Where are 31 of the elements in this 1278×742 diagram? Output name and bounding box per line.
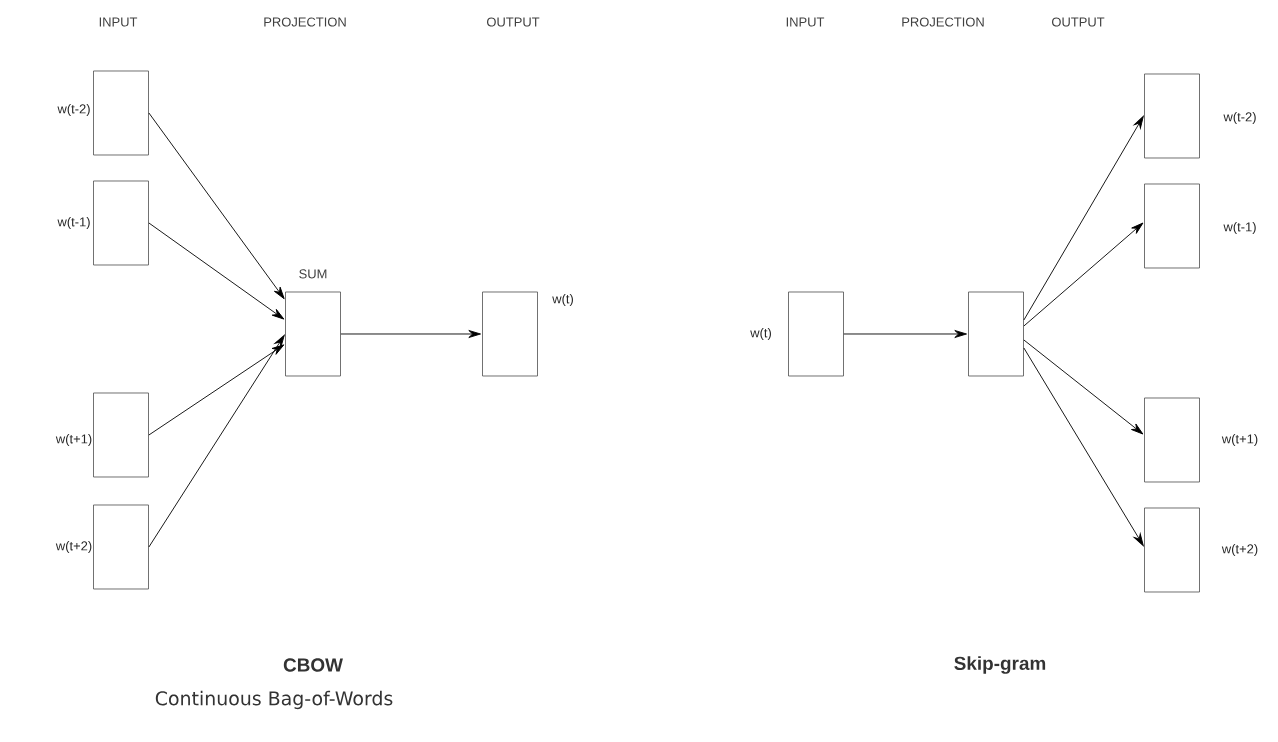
word-label: w(t+1): [1221, 433, 1258, 447]
column-heading: OUTPUT: [1052, 17, 1105, 27]
arrow: [1023, 222, 1144, 327]
column-heading: INPUT: [786, 17, 825, 27]
word-label: w(t-1): [1223, 221, 1256, 235]
arrow: [148, 222, 285, 320]
node-heading: SUM: [299, 269, 327, 279]
word-label: w(t): [750, 327, 771, 341]
caption: Continuous Bag-of-Words: [155, 690, 393, 710]
arrow: [148, 112, 285, 300]
word-label: w(t-2): [1223, 111, 1256, 125]
word-label: w(t+1): [55, 433, 92, 447]
column-heading: OUTPUT: [487, 17, 540, 27]
arrow: [1023, 115, 1144, 321]
arrow: [148, 334, 285, 548]
word-label: w(t-2): [57, 103, 90, 117]
model-title: CBOW: [283, 658, 343, 672]
arrow: [843, 330, 967, 338]
word-label: w(t+2): [55, 540, 92, 554]
vector-box: [968, 291, 1024, 377]
column-heading: PROJECTION: [264, 17, 346, 27]
word-label: w(t-1): [57, 216, 90, 230]
arrow: [148, 344, 285, 436]
column-heading: PROJECTION: [902, 17, 984, 27]
word-label: w(t): [552, 293, 573, 307]
arrow: [340, 330, 481, 338]
model-title: Skip-gram: [954, 656, 1046, 674]
arrow: [1023, 339, 1144, 435]
column-heading: INPUT: [99, 17, 138, 27]
word-label: w(t+2): [1221, 543, 1258, 557]
arrow: [1023, 347, 1144, 547]
